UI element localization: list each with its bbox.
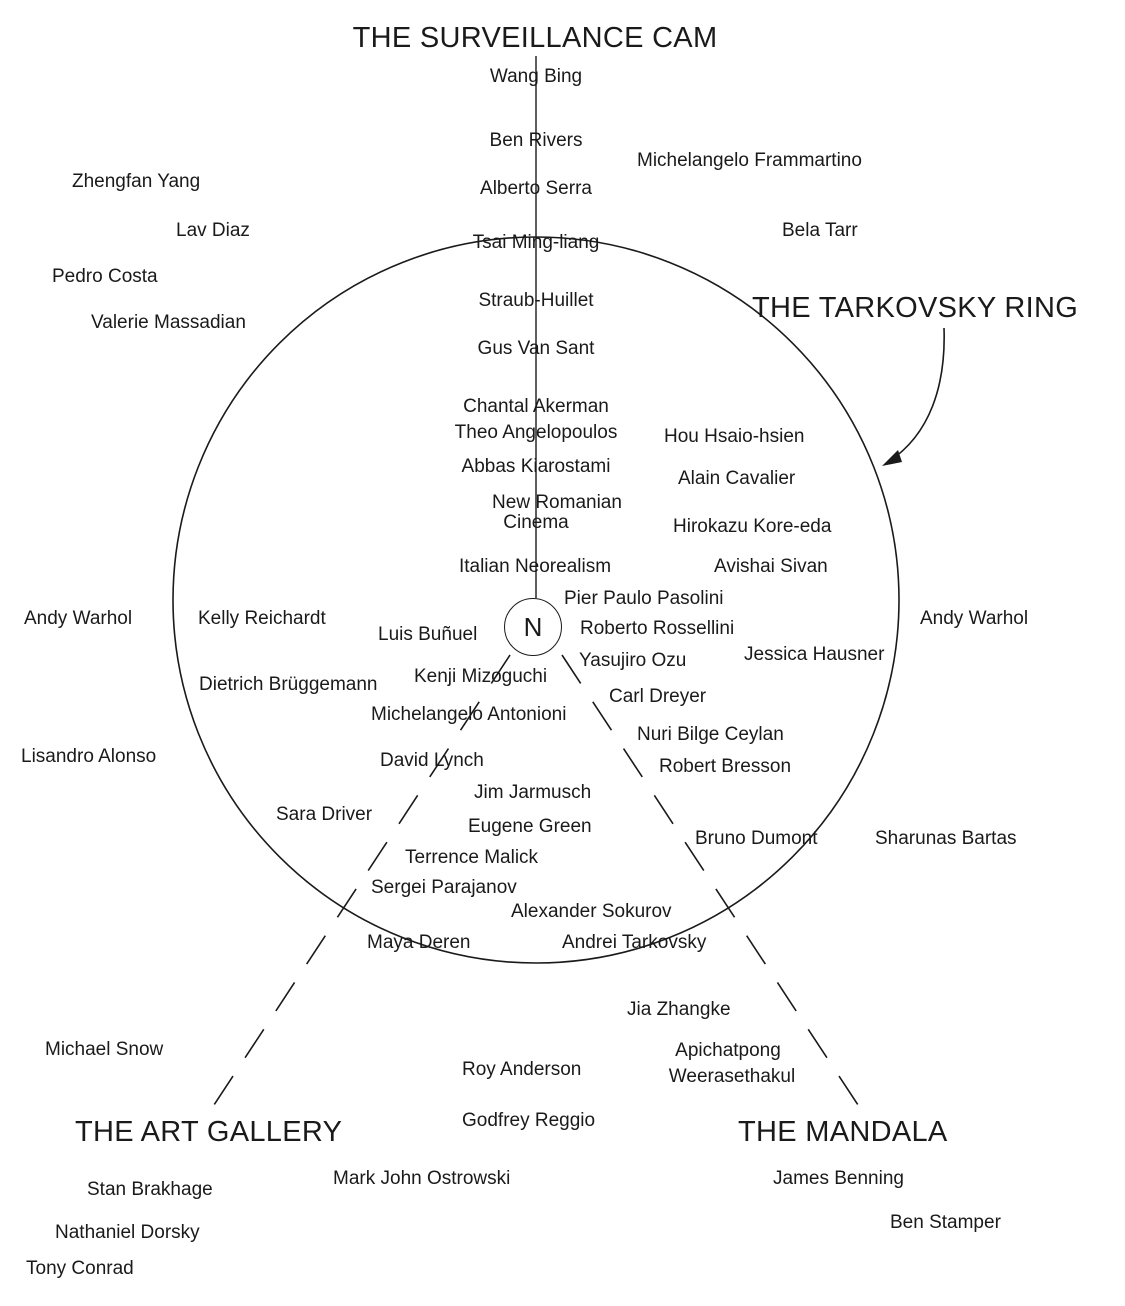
name-sara-driver: Sara Driver (276, 804, 373, 825)
name-abbas-kiarostami: Abbas Kiarostami (461, 456, 611, 477)
name-andrei-tarkovsky: Andrei Tarkovsky (562, 932, 707, 953)
art-gallery-axis-line (211, 654, 511, 1109)
name-roy-anderson: Roy Anderson (462, 1059, 582, 1080)
name-valerie-massadian: Valerie Massadian (91, 312, 246, 333)
name-yasujiro-ozu: Yasujiro Ozu (579, 650, 687, 671)
name-jim-jarmusch: Jim Jarmusch (474, 782, 592, 803)
name-alain-cavalier: Alain Cavalier (678, 468, 796, 489)
name-terrence-malick: Terrence Malick (405, 847, 539, 868)
name-new-romanian-cinema-line2: Cinema (503, 512, 569, 533)
name-pier-paulo-pasolini: Pier Paulo Pasolini (564, 588, 724, 609)
surveillance-cam-title: THE SURVEILLANCE CAM (352, 22, 718, 54)
name-luis-bunuel: Luis Buñuel (378, 624, 478, 645)
name-bela-tarr: Bela Tarr (782, 220, 858, 241)
name-sharunas-bartas: Sharunas Bartas (875, 828, 1017, 849)
name-james-benning: James Benning (773, 1168, 904, 1189)
name-chantal-akerman: Chantal Akerman (463, 396, 609, 417)
name-maya-deren: Maya Deren (367, 932, 471, 953)
name-michelangelo-antonioni: Michelangelo Antonioni (371, 704, 567, 725)
name-lisandro-alonso: Lisandro Alonso (21, 746, 157, 767)
name-carl-dreyer: Carl Dreyer (609, 686, 707, 707)
name-hirokazu-kore-eda: Hirokazu Kore-eda (673, 516, 832, 537)
name-andy-warhol-left: Andy Warhol (24, 608, 133, 629)
name-apichatpong-line2: Weerasethakul (668, 1066, 796, 1087)
arrow-head-icon (882, 450, 902, 466)
name-ben-stamper: Ben Stamper (890, 1212, 1001, 1233)
name-mark-john-ostrowski: Mark John Ostrowski (333, 1168, 511, 1189)
name-nuri-bilge-ceylan: Nuri Bilge Ceylan (637, 724, 784, 745)
name-michelangelo-frammartino: Michelangelo Frammartino (637, 150, 862, 171)
name-roberto-rossellini: Roberto Rossellini (580, 618, 735, 639)
name-apichatpong-line1: Apichatpong (675, 1040, 781, 1061)
name-wang-bing: Wang Bing (489, 66, 583, 87)
name-bruno-dumont: Bruno Dumont (695, 828, 818, 849)
name-gus-van-sant: Gus Van Sant (477, 338, 595, 359)
name-david-lynch: David Lynch (380, 750, 484, 771)
center-node-n: N (504, 598, 562, 656)
name-new-romanian-cinema-line1: New Romanian (492, 492, 622, 513)
art-gallery-title: THE ART GALLERY (75, 1116, 343, 1148)
mandala-axis-line (561, 654, 861, 1109)
name-jessica-hausner: Jessica Hausner (744, 644, 885, 665)
name-avishai-sivan: Avishai Sivan (714, 556, 828, 577)
name-kenji-mizoguchi: Kenji Mizoguchi (414, 666, 548, 687)
name-stan-brakhage: Stan Brakhage (87, 1179, 213, 1200)
name-nathaniel-dorsky: Nathaniel Dorsky (55, 1222, 200, 1243)
name-lav-diaz: Lav Diaz (176, 220, 250, 241)
name-straub-huillet: Straub-Huillet (478, 290, 594, 311)
name-theo-angelopoulos: Theo Angelopoulos (454, 422, 618, 443)
name-jia-zhangke: Jia Zhangke (627, 999, 731, 1020)
name-zhengfan-yang: Zhengfan Yang (72, 171, 201, 192)
name-eugene-green: Eugene Green (468, 816, 592, 837)
name-sergei-parajanov: Sergei Parajanov (371, 877, 517, 898)
name-andy-warhol-right: Andy Warhol (920, 608, 1029, 629)
name-hou-hsaio-hsien: Hou Hsaio-hsien (664, 426, 805, 447)
name-italian-neorealism: Italian Neorealism (458, 556, 612, 577)
name-dietrich-bruggemann: Dietrich Brüggemann (199, 674, 378, 695)
name-alexander-sokurov: Alexander Sokurov (511, 901, 672, 922)
name-pedro-costa: Pedro Costa (52, 266, 158, 287)
name-godfrey-reggio: Godfrey Reggio (462, 1110, 596, 1131)
name-ben-rivers: Ben Rivers (489, 130, 583, 151)
name-kelly-reichardt: Kelly Reichardt (198, 608, 326, 629)
tarkovsky-ring-arrow (887, 327, 945, 463)
name-robert-bresson: Robert Bresson (659, 756, 792, 777)
mandala-title: THE MANDALA (738, 1116, 948, 1148)
name-tony-conrad: Tony Conrad (26, 1258, 134, 1279)
name-michael-snow: Michael Snow (45, 1039, 164, 1060)
name-tsai-ming-liang: Tsai Ming-liang (472, 232, 600, 253)
name-alberto-serra: Alberto Serra (480, 178, 592, 199)
tarkovsky-ring-title: THE TARKOVSKY RING (752, 292, 1079, 324)
